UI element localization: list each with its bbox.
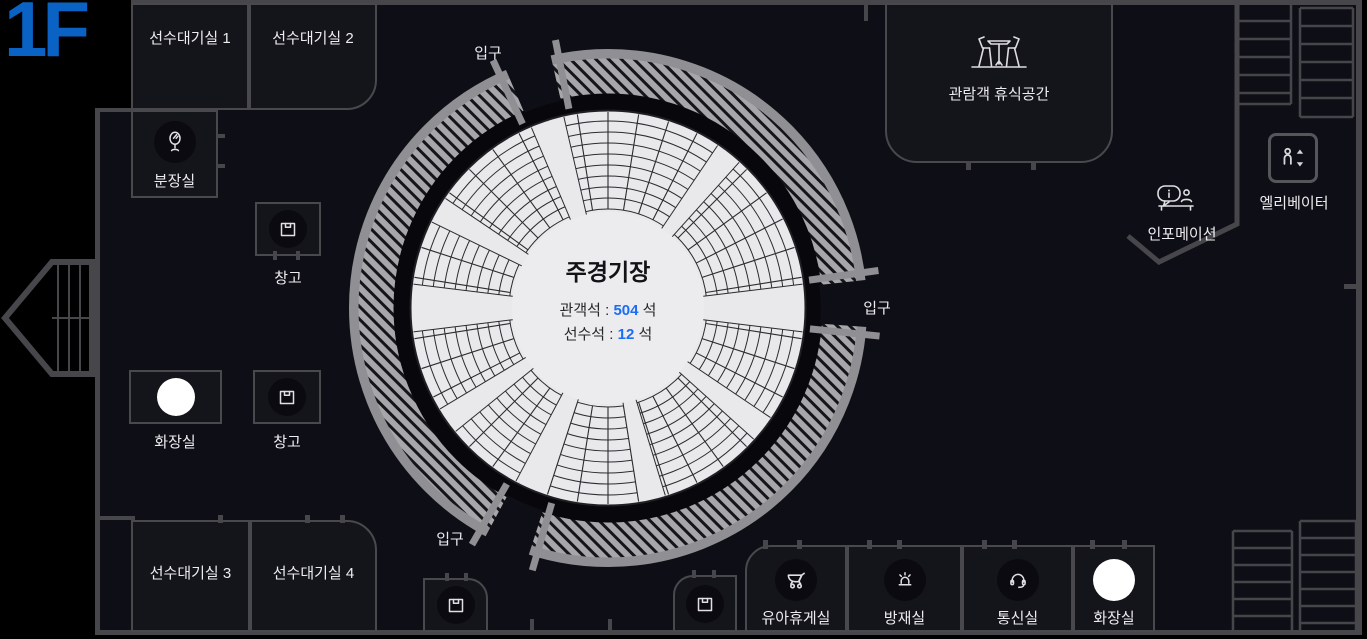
- room-storage-small: [673, 575, 737, 632]
- box-icon: [269, 210, 307, 248]
- room-label: 선수대기실 4: [272, 565, 355, 582]
- wall-segment: [95, 516, 135, 520]
- room-label: 창고: [273, 434, 301, 451]
- room-waiting3: 선수대기실 3: [131, 520, 250, 632]
- door-tick: [296, 251, 300, 260]
- player-seats: 선수석 : 12 석: [563, 326, 653, 343]
- room-label: 방재실: [883, 610, 926, 627]
- room-rest-area: 관람객 휴식공간: [885, 3, 1113, 163]
- restroom-icon: [156, 378, 195, 416]
- room-label: 선수대기실 3: [149, 565, 232, 582]
- wall-left: [95, 108, 100, 635]
- room-label: 분장실: [153, 173, 196, 190]
- room-waiting2: 선수대기실 2: [249, 3, 377, 110]
- stroller-icon: [775, 559, 817, 601]
- door-tick: [608, 619, 612, 631]
- door-tick: [216, 134, 225, 138]
- entrance-label-bottom: 입구: [436, 531, 464, 548]
- box-icon: [686, 584, 724, 623]
- wall-top: [131, 0, 1362, 5]
- door-tick: [763, 540, 768, 549]
- room-label: 관람객 휴식공간: [948, 86, 1050, 103]
- player-seat-count: 12: [617, 326, 635, 343]
- headset-icon: [996, 559, 1039, 601]
- room-dressing: 분장실: [131, 110, 218, 198]
- entrance-label-right: 입구: [863, 300, 891, 317]
- door-tick: [530, 619, 534, 631]
- wall-segment: [1344, 284, 1362, 289]
- door-tick: [464, 573, 468, 581]
- door-tick: [1031, 161, 1036, 170]
- room-storage2: [253, 370, 321, 424]
- audience-seat-count: 504: [613, 302, 639, 319]
- siren-icon: [883, 559, 926, 601]
- wall-stub: [864, 3, 868, 21]
- door-tick: [692, 570, 696, 578]
- room-label: 유아휴게실: [761, 610, 831, 627]
- table-chairs-icon: [966, 29, 1032, 77]
- audience-seats: 관객석 : 504 석: [559, 302, 657, 319]
- wall-right: [1356, 0, 1362, 635]
- void-area: [95, 0, 131, 108]
- mirror-icon: [153, 121, 196, 163]
- door-tick: [966, 161, 971, 170]
- box-icon: [268, 378, 306, 416]
- door-tick: [216, 164, 225, 168]
- room-storage1: [255, 202, 321, 256]
- room-label: 엘리베이터: [1259, 195, 1329, 212]
- room-label: 선수대기실 1: [149, 30, 231, 47]
- stadium-info: 주경기장 관객석 : 504 석 선수석 : 12 석: [560, 253, 657, 347]
- room-restroom-right: 화장실: [1073, 545, 1155, 632]
- room-restroom-left: [129, 370, 222, 424]
- room-label: 창고: [274, 270, 302, 287]
- room-waiting1: 선수대기실 1: [131, 3, 249, 110]
- room-label: 화장실: [1093, 610, 1135, 627]
- door-tick: [273, 251, 277, 260]
- door-tick: [982, 540, 987, 549]
- room-label: 통신실: [996, 610, 1039, 627]
- door-tick: [797, 540, 802, 549]
- door-tick: [712, 570, 716, 578]
- floor-selector-1f[interactable]: 1F: [4, 0, 90, 73]
- room-label: 화장실: [154, 434, 196, 451]
- room-disaster: 방재실: [847, 545, 962, 632]
- door-tick: [340, 515, 345, 523]
- door-tick: [1012, 540, 1017, 549]
- box-icon: [436, 586, 475, 624]
- room-comms: 통신실: [962, 545, 1073, 632]
- door-tick: [445, 573, 449, 581]
- room-storage-small: [423, 578, 488, 632]
- door-tick: [218, 515, 223, 523]
- entrance-label-top: 입구: [474, 45, 502, 62]
- door-tick: [1090, 540, 1095, 549]
- restroom-icon: [1093, 559, 1135, 601]
- room-label: 선수대기실 2: [272, 30, 354, 47]
- wall-segment: [95, 108, 135, 112]
- room-label: 인포메이션: [1147, 226, 1217, 243]
- room-waiting4: 선수대기실 4: [250, 520, 377, 632]
- room-nursery: 유아휴게실: [745, 545, 847, 632]
- door-tick: [305, 515, 310, 523]
- door-tick: [1122, 540, 1127, 549]
- stadium-title: 주경기장: [565, 259, 651, 285]
- door-tick: [867, 540, 872, 549]
- info-desk-icon: [1155, 184, 1207, 227]
- wall-bottom: [95, 630, 1362, 635]
- elevator-icon: [1268, 133, 1318, 183]
- door-tick: [897, 540, 902, 549]
